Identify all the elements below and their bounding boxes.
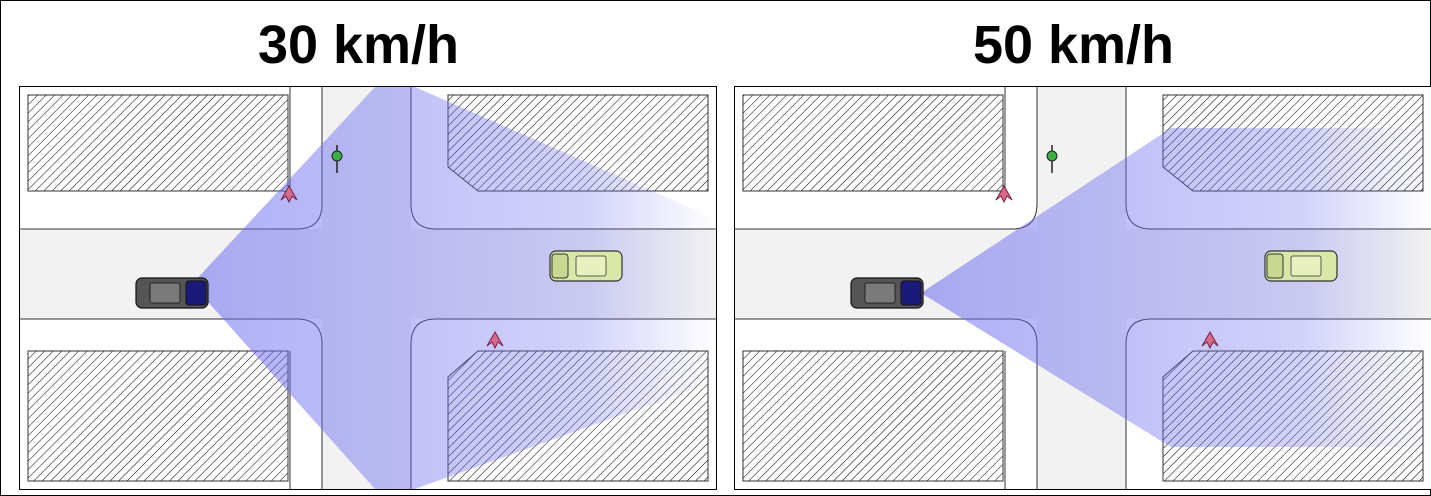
building-bottom-left (742, 350, 1004, 482)
scene-svg (20, 87, 716, 489)
oncoming-car-icon (549, 250, 623, 282)
panel-title-30: 30 km/h (257, 15, 460, 75)
building-top-left (742, 94, 1004, 192)
panel-title-50: 50 km/h (972, 15, 1175, 75)
own-car-icon (135, 277, 209, 309)
pedestrian-icon (995, 184, 1013, 204)
view-cone (921, 128, 1431, 447)
view-cone (192, 87, 716, 489)
intersection-scene-50 (734, 86, 1431, 490)
pedestrian-icon (1201, 330, 1219, 350)
cyclist-icon (1046, 145, 1058, 173)
oncoming-car-icon (1264, 250, 1338, 282)
own-car-icon (850, 277, 924, 309)
cyclist-icon (331, 145, 343, 173)
intersection-scene-30 (19, 86, 717, 490)
building-bottom-left (27, 350, 289, 482)
building-top-left (27, 94, 289, 192)
pedestrian-icon (486, 330, 504, 350)
scene-svg (735, 87, 1431, 489)
pedestrian-icon (280, 184, 298, 204)
